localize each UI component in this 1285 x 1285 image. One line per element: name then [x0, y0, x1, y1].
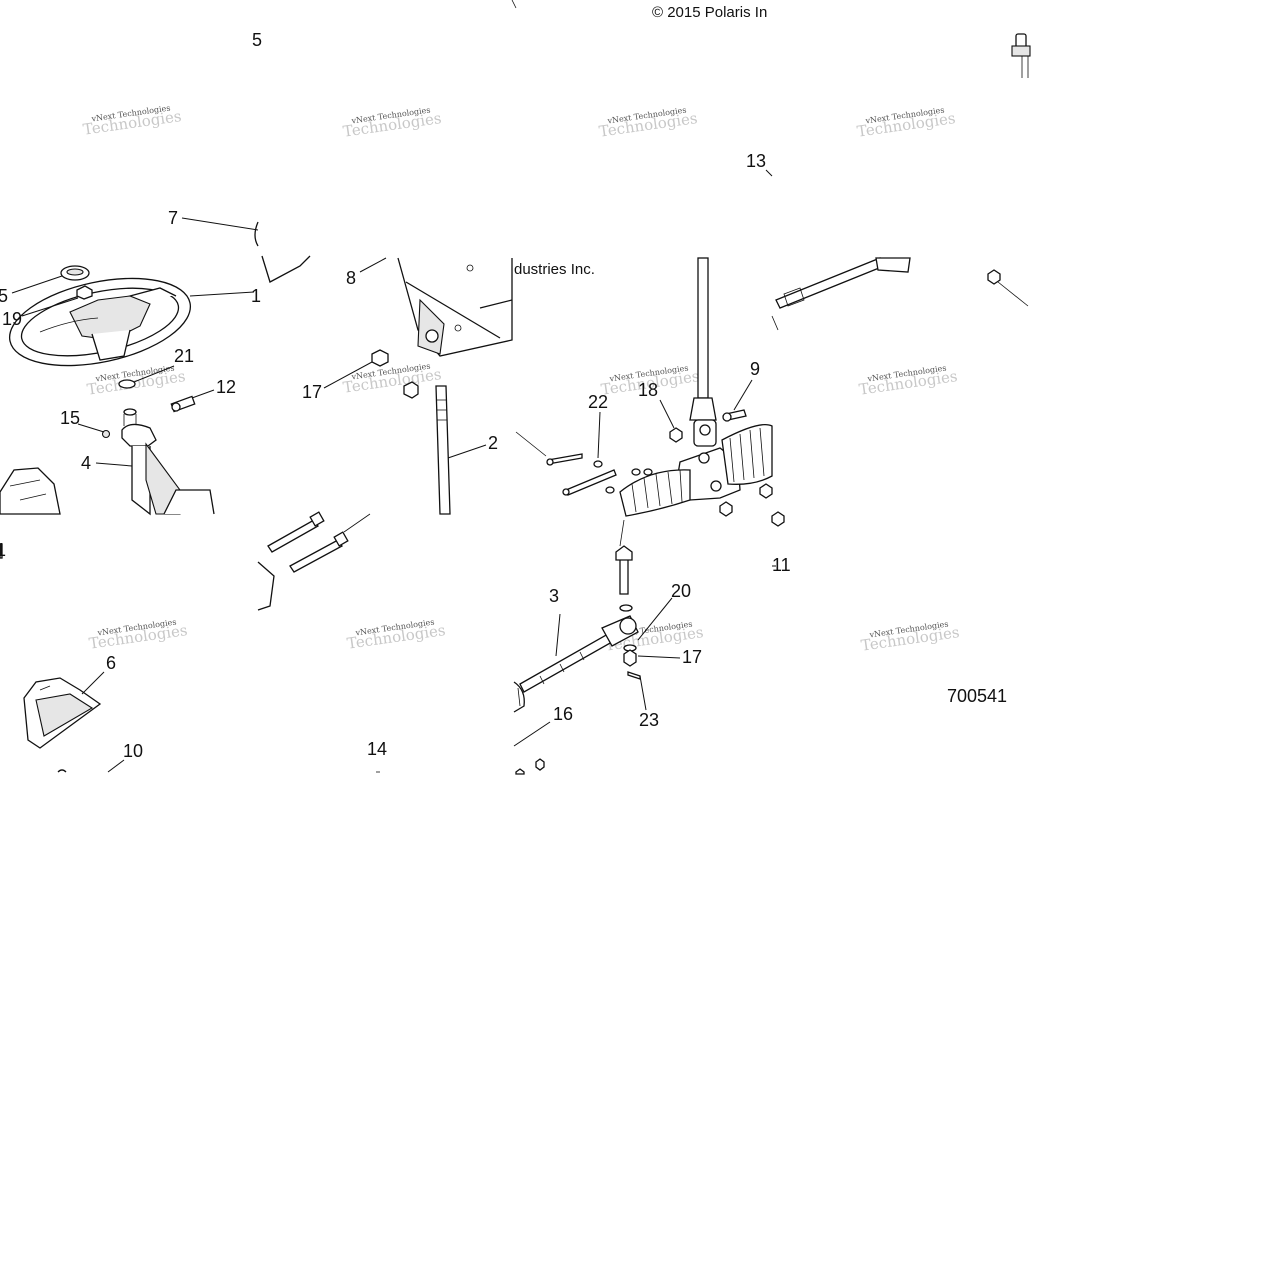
dash-panel-fragment	[0, 467, 61, 515]
callout-21: 21	[174, 346, 194, 366]
callout-16: 16	[553, 704, 573, 724]
washers-nut-20-17	[619, 604, 637, 667]
watermark: Technologies vNext Technologies Technolo…	[82, 103, 961, 654]
pinion-bolt-9	[722, 409, 747, 422]
steering-column	[121, 423, 215, 516]
tie-rod-end-top	[1011, 33, 1031, 78]
callout-5: 5	[0, 286, 8, 306]
callout-2: 2	[488, 433, 498, 453]
callout-17: 17	[682, 647, 702, 667]
callout-20: 20	[671, 581, 691, 601]
callout-22: 22	[588, 392, 608, 412]
copyright-notice-fragment: dustries Inc.	[514, 261, 595, 278]
bolt-12	[170, 395, 196, 413]
callout-5: 5	[252, 30, 262, 50]
column-support-bracket	[397, 257, 513, 357]
intermediate-shaft	[435, 385, 451, 515]
tie-rod-assembly	[513, 615, 639, 713]
callout-12: 12	[216, 377, 236, 397]
cotter-pin	[627, 671, 641, 680]
rack-bolts	[515, 431, 653, 496]
bracket-fragment-7	[254, 221, 311, 283]
edge-fragment-left	[0, 543, 3, 559]
callout-18: 18	[638, 380, 658, 400]
callout-15: 15	[60, 408, 80, 428]
long-bolts	[257, 511, 371, 611]
fastener-10	[57, 769, 67, 773]
callout-23: 23	[639, 710, 659, 730]
callout-19: 19	[2, 309, 22, 329]
callout-4: 4	[81, 453, 91, 473]
nuts-16	[515, 758, 545, 775]
figure-number: 700541	[947, 686, 1007, 706]
u-joint	[693, 419, 717, 447]
edge-fragment	[511, 0, 517, 9]
tie-rod-bolt	[615, 519, 633, 595]
upper-shaft	[689, 257, 717, 421]
callout-6: 6	[106, 653, 116, 673]
callout-8: 8	[346, 268, 356, 288]
column-boot	[23, 677, 102, 749]
callout-3: 3	[549, 586, 559, 606]
jam-nut-right	[987, 269, 1029, 307]
callout-1: 1	[251, 286, 261, 306]
callout-11: 11	[772, 555, 791, 575]
callout-1: 1	[0, 540, 6, 560]
wheel-nut	[76, 285, 93, 300]
callout-14: 14	[367, 739, 387, 759]
callout-17: 17	[302, 382, 322, 402]
callout-10: 10	[123, 741, 143, 761]
steering-shaft-seal	[118, 379, 137, 426]
nut-18	[669, 427, 683, 443]
horn-button	[60, 265, 90, 281]
inner-tie-rod-upper	[771, 257, 911, 331]
callout-9: 9	[750, 359, 760, 379]
steering-rack	[619, 423, 773, 517]
callout-7: 7	[168, 208, 178, 228]
nut-15	[101, 429, 111, 439]
callouts: 5 13 7 8 5 19 1 21 12 17 15 4 2 22 18 9 …	[0, 30, 791, 761]
callout-13: 13	[746, 151, 766, 171]
copyright-notice: © 2015 Polaris In	[652, 4, 767, 21]
steering-wheel	[8, 277, 192, 367]
leader-lines	[11, 169, 776, 773]
mount-nuts	[719, 483, 785, 527]
